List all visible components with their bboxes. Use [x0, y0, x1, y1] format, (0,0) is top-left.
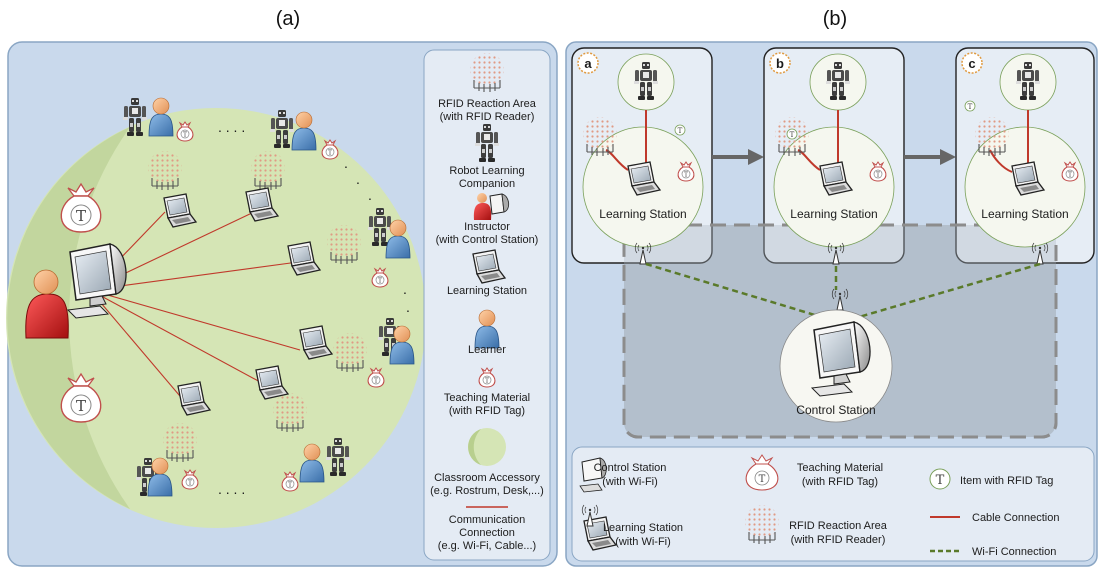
legend-a-label: (with Control Station)	[436, 234, 539, 246]
legend-b-label: Control Station	[594, 462, 667, 474]
legend-a-label: Classroom Accessory	[434, 472, 540, 484]
legend-b-label: Teaching Material	[797, 462, 883, 474]
classroom-accessory-rostrum	[7, 127, 131, 509]
legend-b	[571, 446, 1095, 562]
station-badge: a	[584, 56, 592, 71]
svg-text:T: T	[936, 473, 945, 488]
panel-b-title: (b)	[823, 8, 847, 30]
rfid-tag-item-icon	[964, 100, 976, 112]
station-label: Learning Station	[790, 207, 877, 221]
ellipsis-dot: .	[403, 281, 407, 297]
legend-a-label: Connection	[459, 527, 515, 539]
legend-a-label: Teaching Material	[444, 392, 530, 404]
legend-b-label: (with RFID Reader)	[791, 534, 886, 546]
teaching-material-icon: T	[745, 454, 779, 491]
ellipsis-dot: .	[356, 171, 360, 187]
classroom-accessory-icon	[468, 428, 506, 466]
flow-arrow	[904, 149, 956, 165]
legend-a-label: Robot Learning	[449, 165, 524, 177]
legend-a-label: Learner	[468, 344, 506, 356]
legend-a-label: (e.g. Rostrum, Desk,...)	[430, 485, 544, 497]
instructor-icon	[473, 193, 510, 220]
legend-a-label: Learning Station	[447, 285, 527, 297]
station-a: a Learning Station	[577, 52, 704, 248]
legend-a-label: Instructor	[464, 221, 510, 233]
ellipsis-dot: .	[344, 155, 348, 171]
legend-a	[423, 49, 551, 561]
legend-b-label: Wi-Fi Connection	[972, 546, 1056, 558]
station-c: c Learning Station	[961, 52, 1086, 248]
legend-b-label: (with RFID Tag)	[802, 476, 878, 488]
classroom-circle	[6, 108, 426, 528]
rfid-tag-item-icon	[786, 128, 798, 140]
legend-a-label: RFID Reaction Area	[438, 98, 537, 110]
rfid-tag-item-icon: T	[929, 468, 951, 490]
station-b: b Learning Station	[769, 52, 895, 248]
svg-text:T: T	[76, 397, 86, 415]
legend-a-label: Communication	[449, 514, 525, 526]
ellipsis: . . . .	[218, 119, 245, 135]
station-badge: c	[968, 56, 975, 71]
legend-a-label: (with RFID Reader)	[440, 111, 535, 123]
ellipsis-dot: .	[406, 299, 410, 315]
station-label: Learning Station	[981, 207, 1068, 221]
station-badge: b	[776, 56, 784, 71]
legend-b-label: RFID Reaction Area	[789, 520, 888, 532]
legend-b-label: Learning Station	[603, 522, 683, 534]
ellipsis: . . . .	[218, 481, 245, 497]
station-label: Learning Station	[599, 207, 686, 221]
teaching-material-icon: T	[60, 182, 102, 233]
teaching-material-icon: T	[60, 372, 102, 423]
communication-lines	[89, 211, 301, 403]
legend-b-label: (with Wi-Fi)	[615, 536, 671, 548]
flow-arrow	[712, 149, 764, 165]
svg-text:T: T	[76, 207, 86, 225]
legend-b-label: (with Wi-Fi)	[602, 476, 658, 488]
panel-a-title: (a)	[276, 8, 300, 30]
wifi-connection-lines	[645, 262, 1041, 324]
legend-b-label: Item with RFID Tag	[960, 475, 1053, 487]
control-station-label: Control Station	[796, 403, 875, 417]
rfid-tag-item-icon	[674, 124, 686, 136]
legend-a-label: Companion	[459, 178, 515, 190]
control-station-wifi-icon	[579, 457, 607, 493]
legend-a-label: (e.g. Wi-Fi, Cable...)	[438, 540, 536, 552]
legend-b-label: Cable Connection	[972, 512, 1059, 524]
svg-text:T: T	[759, 474, 766, 485]
legend-a-label: (with RFID Tag)	[449, 405, 525, 417]
instructor-icon	[25, 269, 69, 339]
ellipsis-dot: .	[368, 187, 372, 203]
